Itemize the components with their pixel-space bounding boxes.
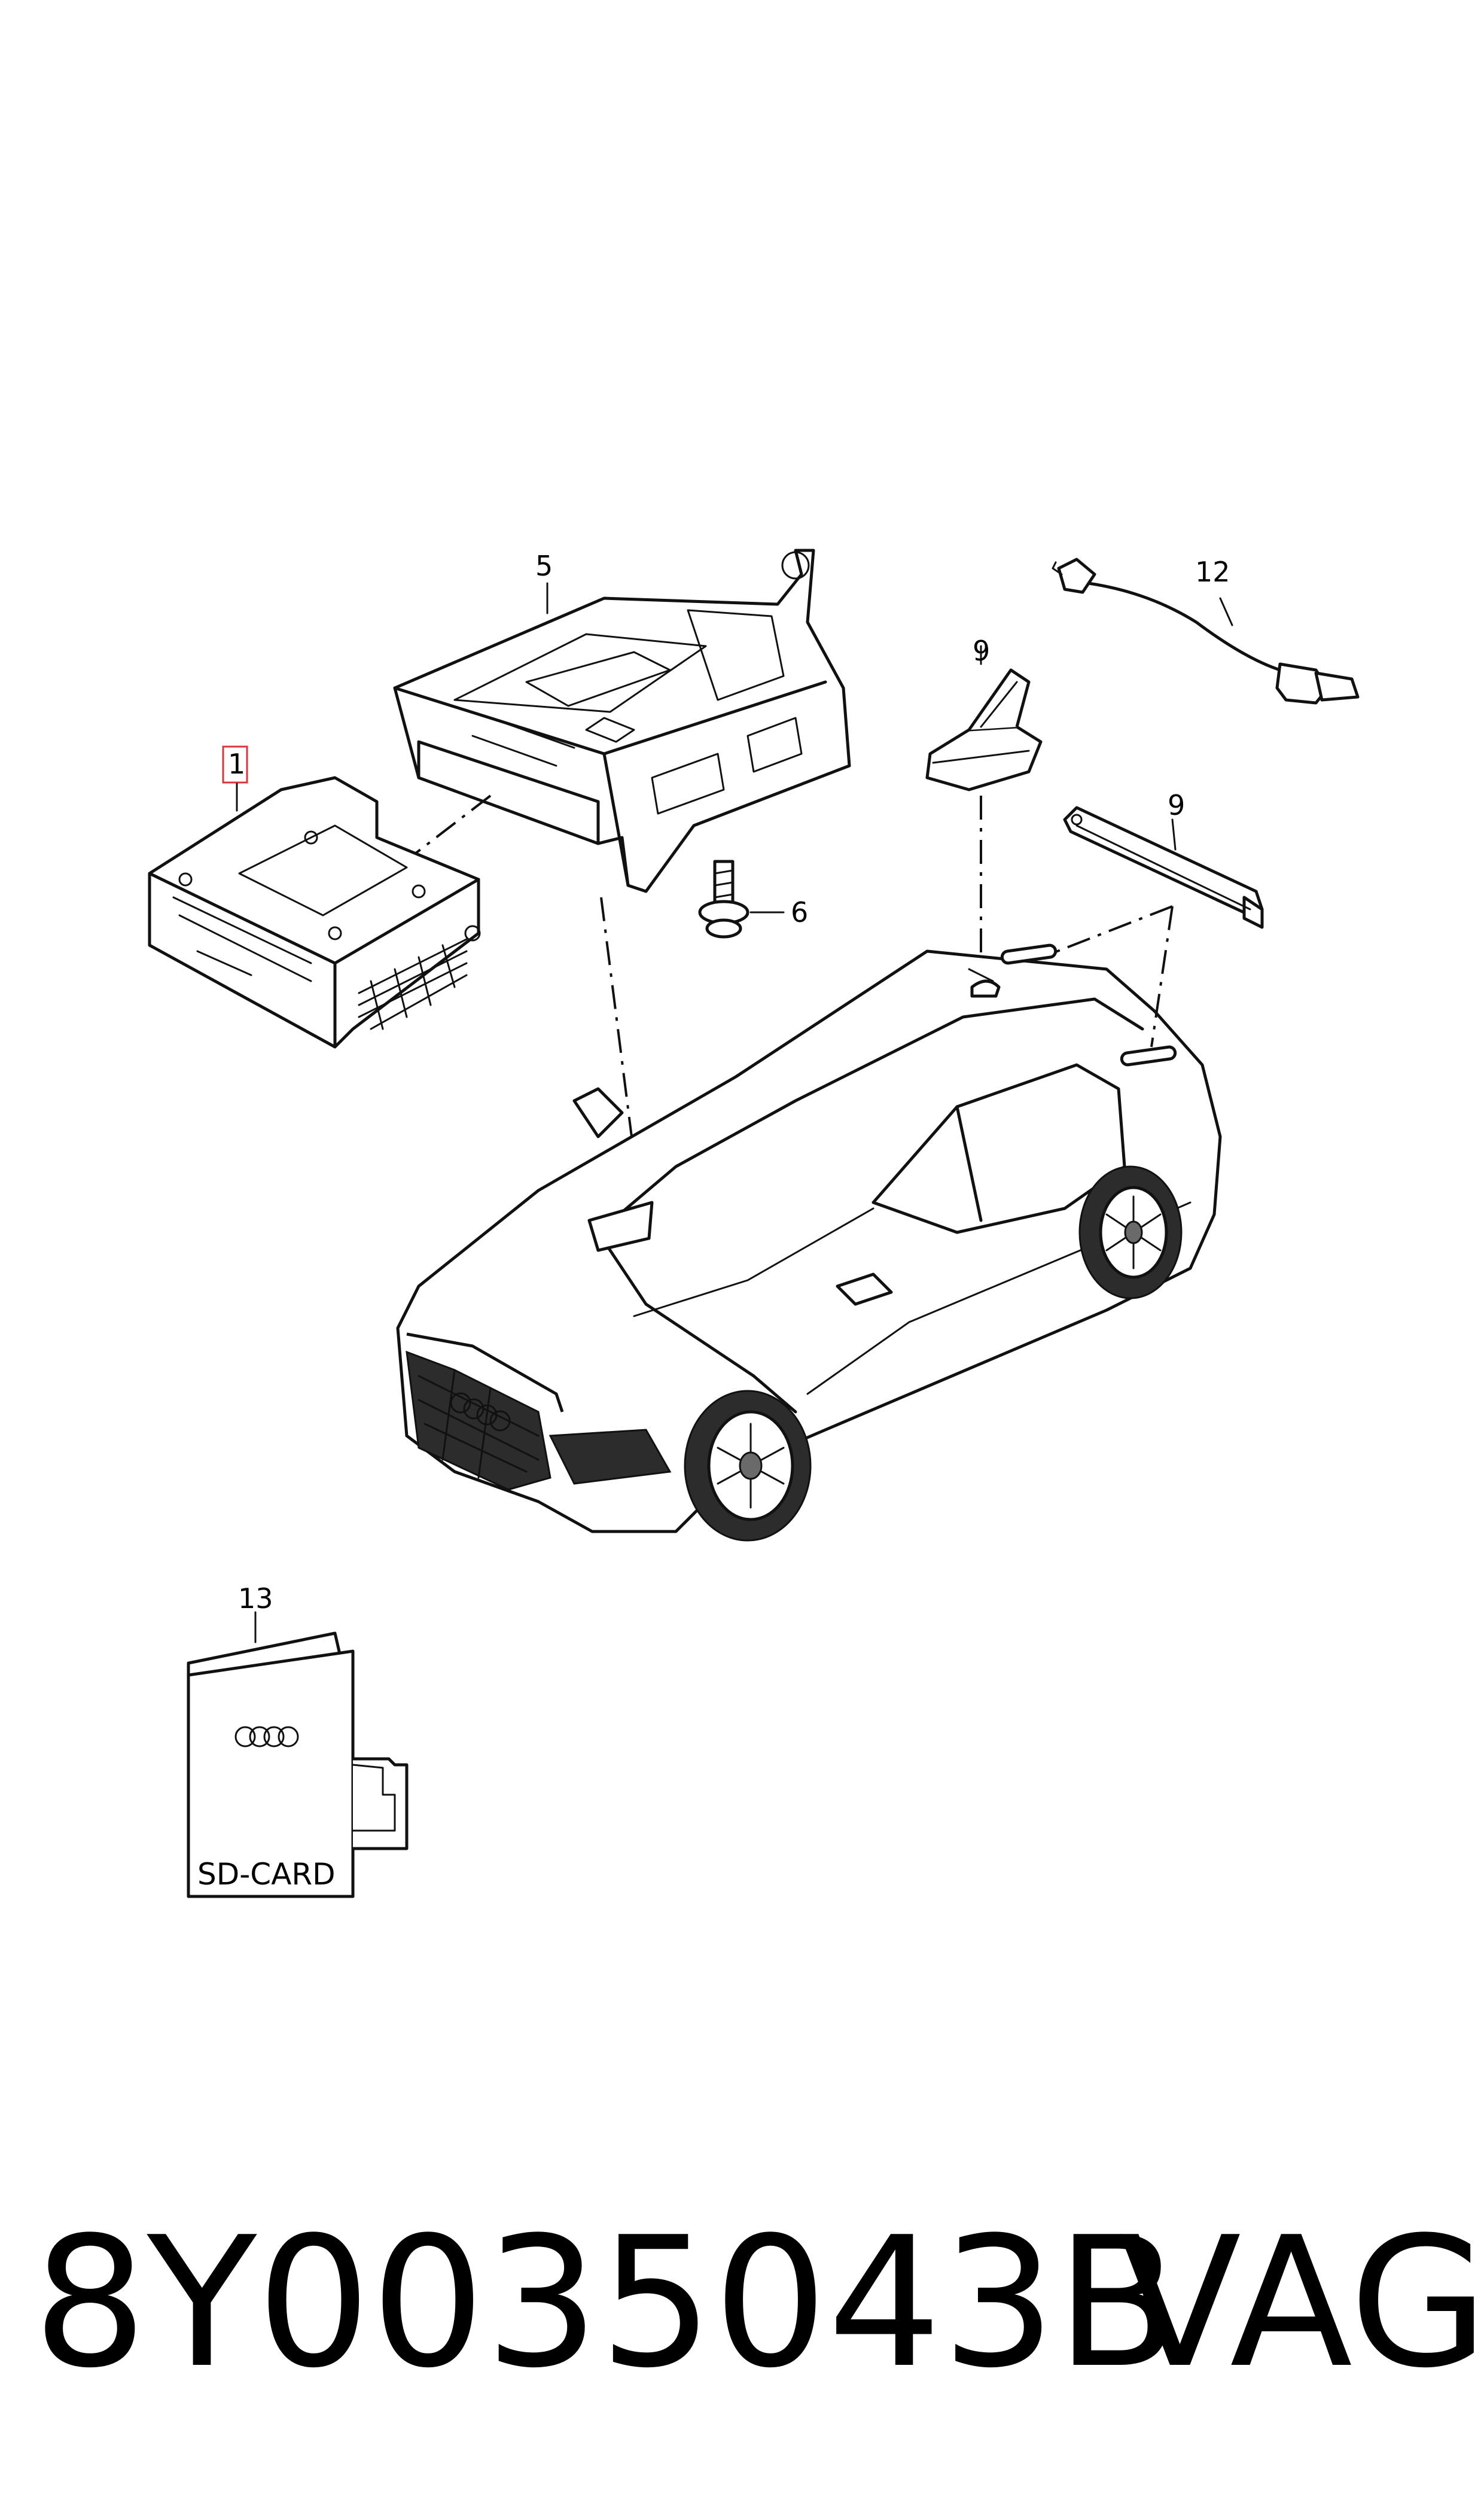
front-wheel	[684, 1390, 812, 1542]
callout-1: 1	[228, 748, 245, 780]
callout-9-amplifier: 9	[1168, 789, 1185, 821]
sd-card-logo-rings	[234, 1726, 299, 1747]
leader-frame-to-unit	[412, 794, 492, 857]
car-illustration	[396, 943, 1222, 1542]
rear-wheel	[1078, 1165, 1183, 1299]
leader-amp-to-spoiler	[1049, 905, 1173, 955]
part-number: 8Y0035043B	[33, 2199, 1180, 2407]
callout-12: 12	[1195, 556, 1230, 588]
callout-6: 6	[791, 896, 808, 928]
callout-9-antenna: 9	[973, 635, 990, 667]
callout-1-highlight-box	[222, 745, 248, 812]
heatsink-grid	[358, 938, 468, 1030]
sd-card-label: SD-CARD	[197, 1857, 336, 1892]
sd-card-part-13: SD-CARD	[187, 1611, 409, 1898]
cable-part-12	[1052, 558, 1360, 705]
brand-name: VAG	[1119, 2199, 1484, 2407]
roof-antenna-part-9	[925, 645, 1043, 791]
antenna-amplifier-part-9	[1063, 806, 1264, 929]
car-logo-rings	[450, 1392, 511, 1432]
callout-5: 5	[535, 550, 553, 582]
screw-part-6	[698, 860, 785, 939]
grille-mesh	[418, 1369, 540, 1479]
leader-amp-to-rear	[1150, 906, 1174, 1048]
callout-13: 13	[238, 1582, 273, 1615]
mounting-frame-part-5	[393, 549, 851, 893]
control-unit-part-1	[148, 776, 481, 1049]
